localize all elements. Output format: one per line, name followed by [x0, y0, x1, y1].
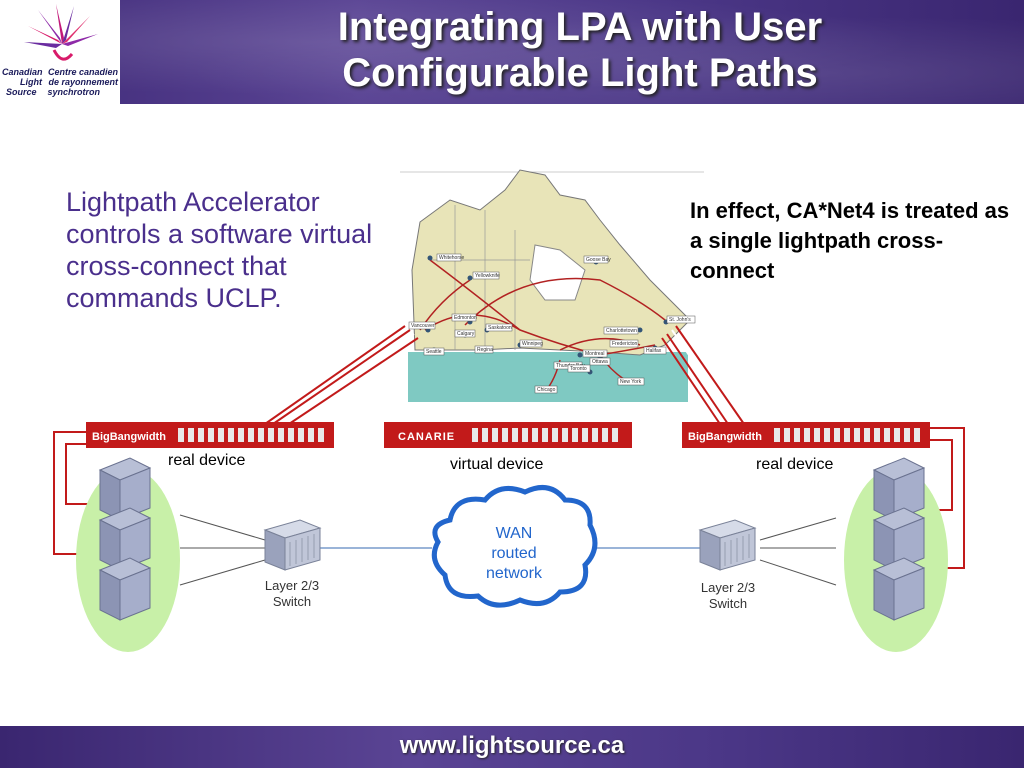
map-city-edmonton: Edmonton	[454, 315, 477, 321]
map-city-saskatoon: Saskatoon	[488, 325, 512, 331]
left-switch-label-line2: Switch	[273, 594, 311, 609]
wan-label-line2: routed	[491, 545, 536, 562]
cls-logo: Canadian Centre canadien Light de rayonnem…	[0, 0, 120, 104]
map-city-yellowknife: Yellowknife	[475, 273, 500, 279]
right-device-banner: BigBangwidth	[682, 422, 930, 448]
wan-label-line1: WAN	[496, 525, 533, 542]
logo-left-line3: Source	[6, 87, 37, 97]
map-city-ottawa: Ottawa	[592, 359, 608, 365]
left-paragraph: Lightpath Accelerator controls a softwar…	[66, 187, 373, 313]
hudson-bay	[529, 244, 586, 301]
center-device-brand: CANARIE	[398, 431, 455, 443]
center-device-label: virtual device	[450, 456, 544, 473]
canada-landmass	[411, 169, 691, 356]
map-city-labels: Whitehorse Yellowknife Edmonton Saskatoo…	[408, 253, 696, 394]
canarie-routes	[419, 259, 666, 393]
left-switch-icon	[263, 519, 322, 571]
map-city-charlottetown: Charlottetown	[606, 328, 637, 334]
map-city-calgary: Calgary	[457, 331, 475, 337]
left-device-brand: BigBangwidth	[92, 431, 166, 443]
map-city-winnipeg: Winnipeg	[522, 341, 543, 347]
right-switch-icon	[698, 519, 757, 571]
left-server-stack-icon	[98, 457, 152, 621]
server-switch-links	[179, 514, 837, 586]
right-fiber-loops	[920, 427, 965, 569]
map-city-st-johns: St. John's	[669, 317, 691, 323]
maple-leaf-logo-icon	[24, 4, 98, 61]
map-city-regina: Regina	[477, 347, 493, 353]
right-switch-label-line2: Switch	[709, 596, 747, 611]
logo-left-line2: Light	[20, 77, 42, 87]
left-switch-label-line1: Layer 2/3	[265, 578, 319, 593]
logo-right-line1: Centre canadien	[47, 67, 118, 77]
footer-url: www.lightsource.ca	[399, 732, 625, 759]
map-city-seattle: Seattle	[426, 349, 442, 355]
map-city-vancouver: Vancouver	[411, 323, 435, 329]
right-server-stack-icon	[872, 457, 926, 621]
right-switch-label-line1: Layer 2/3	[701, 580, 755, 595]
right-paragraph: In effect, CA*Net4 is treated as a singl…	[690, 198, 1010, 283]
right-server-halo	[844, 468, 948, 652]
left-device-banner: BigBangwidth	[86, 422, 334, 448]
wan-cloud-icon: WAN routed network	[431, 485, 598, 608]
slide-title: Integrating LPA with User Configurable L…	[160, 4, 1000, 96]
map-city-new-york: New York	[620, 379, 642, 385]
title-line-1: Integrating LPA with User	[337, 5, 823, 49]
map-city-goose-bay: Goose Bay	[586, 257, 611, 263]
slide-footer: www.lightsource.ca	[0, 726, 1024, 768]
center-device-banner: CANARIE	[384, 422, 632, 448]
logo-right-line2: de rayonnement	[48, 77, 118, 87]
map-city-halifax: Halifax	[646, 348, 662, 354]
map-city-thunder-bay: Thunder Bay	[556, 363, 585, 369]
left-device-label: real device	[168, 452, 246, 469]
right-device-brand: BigBangwidth	[688, 431, 762, 443]
map-city-chicago: Chicago	[537, 387, 556, 393]
left-fiber-loops	[53, 431, 98, 555]
logo-right-line3: synchrotron	[47, 87, 100, 97]
map-city-montreal: Montreal	[585, 351, 604, 357]
canada-map: Whitehorse Yellowknife Edmonton Saskatoo…	[400, 169, 704, 402]
map-city-fredericton: Fredericton	[612, 341, 638, 347]
us-region	[408, 352, 688, 402]
slide-header: Canadian Centre canadien Light de rayonnem…	[0, 0, 1024, 104]
left-server-halo	[76, 468, 180, 652]
title-line-2: Configurable Light Paths	[342, 51, 818, 95]
logo-wordmark: Canadian Centre canadien Light de rayonnem…	[2, 67, 120, 97]
wan-label-line3: network	[486, 565, 543, 582]
logo-left-line1: Canadian	[2, 67, 43, 77]
right-device-label: real device	[756, 456, 834, 473]
device-to-map-links	[264, 325, 745, 425]
map-city-toronto: Toronto	[570, 366, 587, 372]
map-city-whitehorse: Whitehorse	[439, 255, 465, 261]
